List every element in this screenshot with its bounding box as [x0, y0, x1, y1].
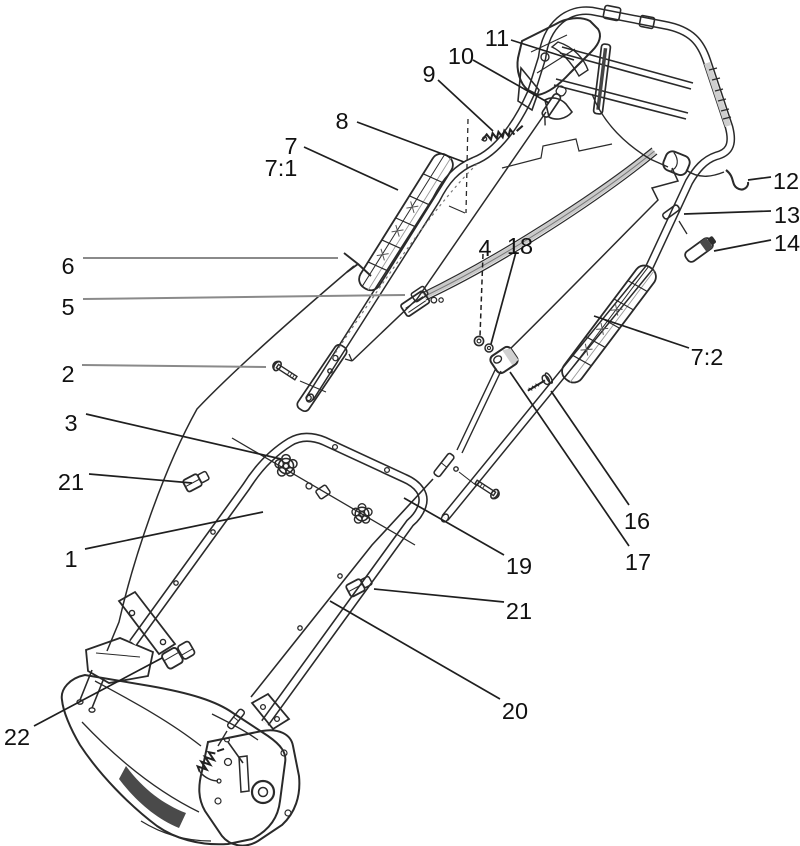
bail-strut [592, 43, 612, 115]
callout-22: 22 [4, 724, 30, 750]
handle-knob [274, 453, 298, 477]
callout-6: 6 [61, 253, 74, 279]
deck-spring [195, 747, 225, 773]
leader-4 [479, 253, 484, 337]
leader-5 [82, 294, 406, 300]
carriage-bolt [272, 360, 298, 381]
deck-handle-bracket [85, 637, 155, 684]
lower-handle-drawing [117, 432, 428, 731]
callout-7-2: 7:2 [691, 344, 724, 370]
deck-shaded-band [119, 766, 186, 828]
callout-21b: 21 [506, 598, 532, 624]
grip-7-2 [561, 264, 657, 384]
callout-2: 2 [61, 361, 74, 387]
grommet [161, 640, 196, 670]
upper-handle-drawing [296, 6, 736, 523]
leader-10 [472, 59, 550, 104]
leader-1 [84, 511, 264, 550]
leader-14 [713, 239, 772, 252]
leader-13 [683, 210, 772, 215]
callout-14: 14 [774, 230, 800, 256]
drive-cable-lower [250, 478, 434, 698]
screw [527, 372, 554, 392]
callout-3: 3 [64, 410, 77, 436]
leader-11 [510, 39, 575, 61]
leader-19 [403, 497, 505, 556]
callout-17: 17 [625, 549, 651, 575]
callout-7: 7 [284, 133, 297, 159]
handle-panel-drawing [516, 4, 732, 176]
control-housing [516, 17, 601, 97]
leader-21a [88, 473, 193, 484]
leader-9 [437, 79, 494, 132]
callout-1: 1 [64, 546, 77, 572]
callout-10: 10 [448, 43, 474, 69]
leader-2 [81, 364, 267, 368]
deck-gear-plate [198, 729, 301, 846]
callout-13: 13 [774, 202, 800, 228]
leader-8 [356, 121, 465, 163]
callout-16: 16 [624, 508, 650, 534]
carriage-bolt [474, 479, 500, 500]
callout-21a: 21 [58, 469, 84, 495]
drive-cable-upper [506, 167, 680, 353]
cable-clamp [400, 285, 444, 317]
leader-22 [33, 657, 163, 727]
washer [473, 335, 485, 347]
callout-4: 4 [478, 235, 491, 261]
callout-18: 18 [507, 233, 533, 259]
washer [484, 343, 494, 353]
callout-labels: 1 2 3 4 5 6 7 7:1 7:2 8 9 10 11 12 13 14… [4, 25, 800, 750]
leader-7 [303, 146, 399, 191]
callout-9: 9 [422, 61, 435, 87]
handle-brace-bar [296, 343, 348, 413]
leader-17 [509, 371, 630, 547]
panel-right-bracket [662, 150, 691, 176]
cable-adjuster [226, 708, 246, 730]
leader-12 [747, 176, 772, 181]
mower-deck-drawing [60, 637, 301, 846]
callout-5: 5 [61, 294, 74, 320]
cable-z-fitting [725, 169, 750, 191]
cable-clip [182, 470, 210, 493]
small-parts [161, 85, 716, 773]
cable-tie [343, 252, 372, 277]
brake-rod [351, 111, 547, 362]
callout-7-1: 7:1 [265, 155, 298, 181]
cable-ferrule [662, 204, 680, 220]
callout-11: 11 [485, 25, 509, 51]
leader-lines [33, 39, 772, 727]
cable-connector [684, 236, 716, 263]
callout-12: 12 [773, 168, 799, 194]
callout-8: 8 [335, 108, 348, 134]
handle-knob [351, 502, 373, 524]
spring [481, 124, 524, 142]
leader-7-2 [593, 315, 690, 349]
panel-foam-section [704, 62, 731, 127]
left-cable [106, 265, 355, 652]
cables-drawing [106, 111, 750, 784]
callout-19: 19 [506, 553, 532, 579]
spring-pin [227, 741, 244, 764]
leader-20 [329, 600, 501, 700]
detail-boundary-dashed [465, 118, 469, 214]
leader-21b [373, 588, 505, 603]
leader-3 [85, 413, 282, 460]
callout-20: 20 [502, 698, 528, 724]
cable-clip [345, 575, 373, 598]
cable-adjuster [433, 452, 455, 478]
cable-trunnion [489, 345, 519, 375]
leader-18 [490, 251, 517, 345]
leader-16 [550, 390, 630, 506]
